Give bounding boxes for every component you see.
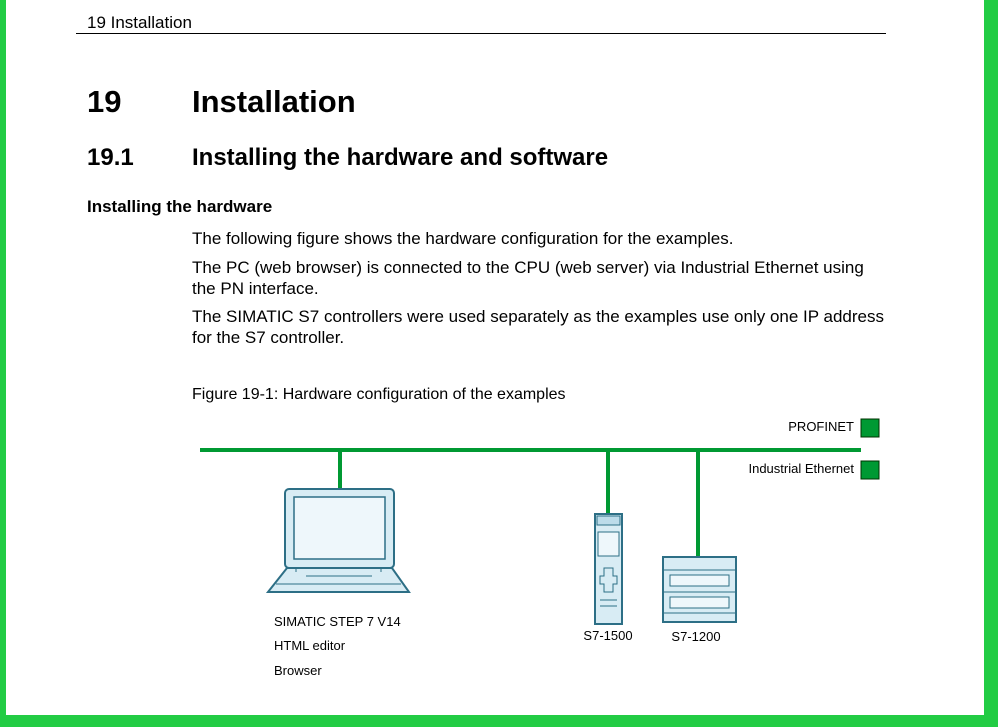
pc-label-line-2: HTML editor xyxy=(274,638,346,653)
legend-profinet-swatch xyxy=(860,418,880,438)
subsection-heading: Installing the hardware xyxy=(87,197,273,216)
pc-label-line-1: SIMATIC STEP 7 V14 xyxy=(274,614,401,629)
s7-1500-controller-icon xyxy=(594,513,623,625)
legend-industrial-ethernet-swatch xyxy=(860,460,880,480)
paragraph-3: The SIMATIC S7 controllers were used sep… xyxy=(192,307,884,347)
laptop-icon xyxy=(265,488,411,593)
hardware-configuration-figure: PROFINET Industrial Ethernet SIMATIC STE… xyxy=(200,418,880,678)
pc-label-line-3: Browser xyxy=(274,663,322,678)
chapter-title: Installation xyxy=(192,84,356,119)
s7-1500-label: S7-1500 xyxy=(583,628,632,643)
section-title: Installing the hardware and software xyxy=(192,144,609,171)
figure-caption: Figure 19-1: Hardware configuration of t… xyxy=(192,386,566,403)
paragraph-1: The following figure shows the hardware … xyxy=(192,229,734,248)
section-number: 19.1 xyxy=(87,144,134,171)
legend-industrial-ethernet-label: Industrial Ethernet xyxy=(748,461,854,476)
chapter-number: 19 xyxy=(87,84,122,119)
paragraph-2: The PC (web browser) is connected to the… xyxy=(192,258,864,298)
s7-1200-label: S7-1200 xyxy=(671,629,720,644)
header-rule xyxy=(76,33,886,34)
s7-1200-controller-icon xyxy=(662,556,737,623)
running-header: 19 Installation xyxy=(87,13,192,32)
legend-profinet-label: PROFINET xyxy=(788,419,854,434)
document-page: 19 Installation 19 Installation 19.1 Ins… xyxy=(6,0,984,715)
